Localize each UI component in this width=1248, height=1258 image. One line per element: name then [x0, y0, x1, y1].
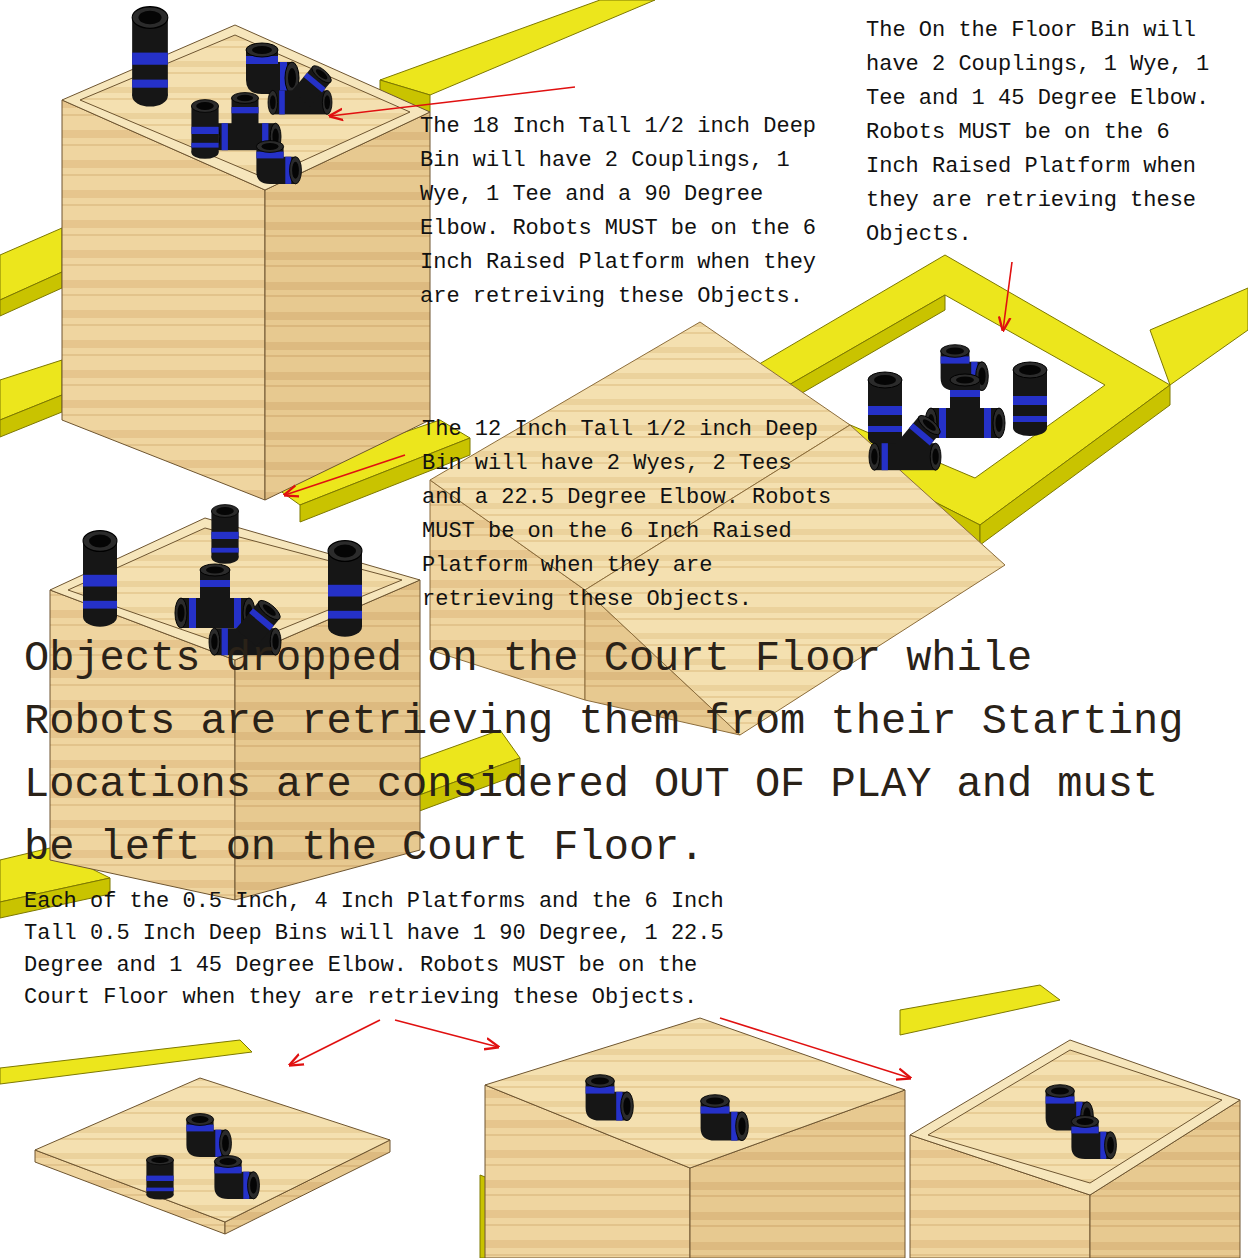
court-wall: [1150, 288, 1248, 385]
pipe-fittings: [214, 1156, 259, 1199]
pipe-fittings: [868, 372, 902, 446]
court-wall: [0, 272, 62, 316]
leader-arrow: [285, 455, 405, 495]
pipe-fittings: [246, 43, 299, 94]
court-wall: [0, 395, 62, 437]
pipe-fittings: [256, 141, 301, 184]
pipe-fittings: [586, 1075, 749, 1141]
tall-bin-18-inch: [80, 35, 410, 178]
pipe-fittings: [186, 1114, 231, 1157]
court-wall: [0, 1040, 252, 1084]
pipe-fittings: [268, 63, 334, 115]
note-block: The 12 Inch Tall 1/2 inch Deep Bin will …: [422, 413, 837, 617]
pipe-fittings: [132, 7, 334, 184]
note-block: The On the Floor Bin will have 2 Couplin…: [866, 14, 1215, 252]
pipe-fittings: [868, 345, 1047, 471]
tall-bin-18-inch: [62, 25, 430, 500]
floor-bin-frame: [775, 295, 945, 400]
half-inch-platform: [35, 1078, 390, 1234]
bin-callout: The 18 Inch Tall 1/2 inch Deep Bin will …: [420, 110, 835, 314]
pipe-fittings: [1013, 362, 1047, 436]
pipe-fittings: [869, 412, 943, 470]
pipe-fittings: [83, 505, 362, 656]
six-inch-bin: [928, 1050, 1222, 1183]
leader-arrow: [290, 1020, 380, 1065]
leader-arrow: [395, 1020, 498, 1047]
leader-arrow: [1003, 262, 1012, 330]
note-block: Each of the 0.5 Inch, 4 Inch Platforms a…: [24, 886, 729, 1014]
note-block: Objects dropped on the Court Floor while…: [24, 628, 1196, 880]
four-inch-platform: [485, 1018, 905, 1258]
pipe-fittings: [175, 564, 255, 628]
pipe-fittings: [146, 1155, 173, 1199]
platform-callout: Each of the 0.5 Inch, 4 Inch Platforms a…: [24, 886, 729, 1014]
pipe-fittings: [586, 1075, 634, 1121]
pipe-fittings: [328, 541, 362, 637]
pipe-fittings: [701, 1095, 749, 1141]
pipe-fittings: [132, 7, 168, 107]
bin-callout: The On the Floor Bin will have 2 Couplin…: [866, 14, 1215, 252]
tall-bin-18-inch: [62, 25, 430, 190]
half-inch-platform: [35, 1078, 390, 1222]
note-block: The 18 Inch Tall 1/2 inch Deep Bin will …: [420, 110, 835, 314]
bin-callout: The 12 Inch Tall 1/2 inch Deep Bin will …: [422, 413, 837, 617]
pipe-fittings: [146, 1114, 259, 1200]
pipe-fittings: [1046, 1085, 1117, 1159]
pipe-fittings: [211, 505, 238, 564]
six-inch-bin: [910, 1040, 1240, 1258]
pipe-fittings: [191, 100, 218, 159]
floor-bin-frame: [980, 385, 1170, 545]
leader-arrow: [330, 87, 575, 116]
pipe-fittings: [1071, 1116, 1116, 1159]
rule-note: Objects dropped on the Court Floor while…: [24, 628, 1196, 880]
court-wall: [900, 985, 1060, 1035]
four-inch-platform: [485, 1018, 905, 1168]
leader-arrow: [720, 1018, 910, 1078]
six-inch-bin: [910, 1040, 1240, 1195]
court-wall: [380, 0, 655, 95]
pipe-fittings: [83, 531, 117, 627]
